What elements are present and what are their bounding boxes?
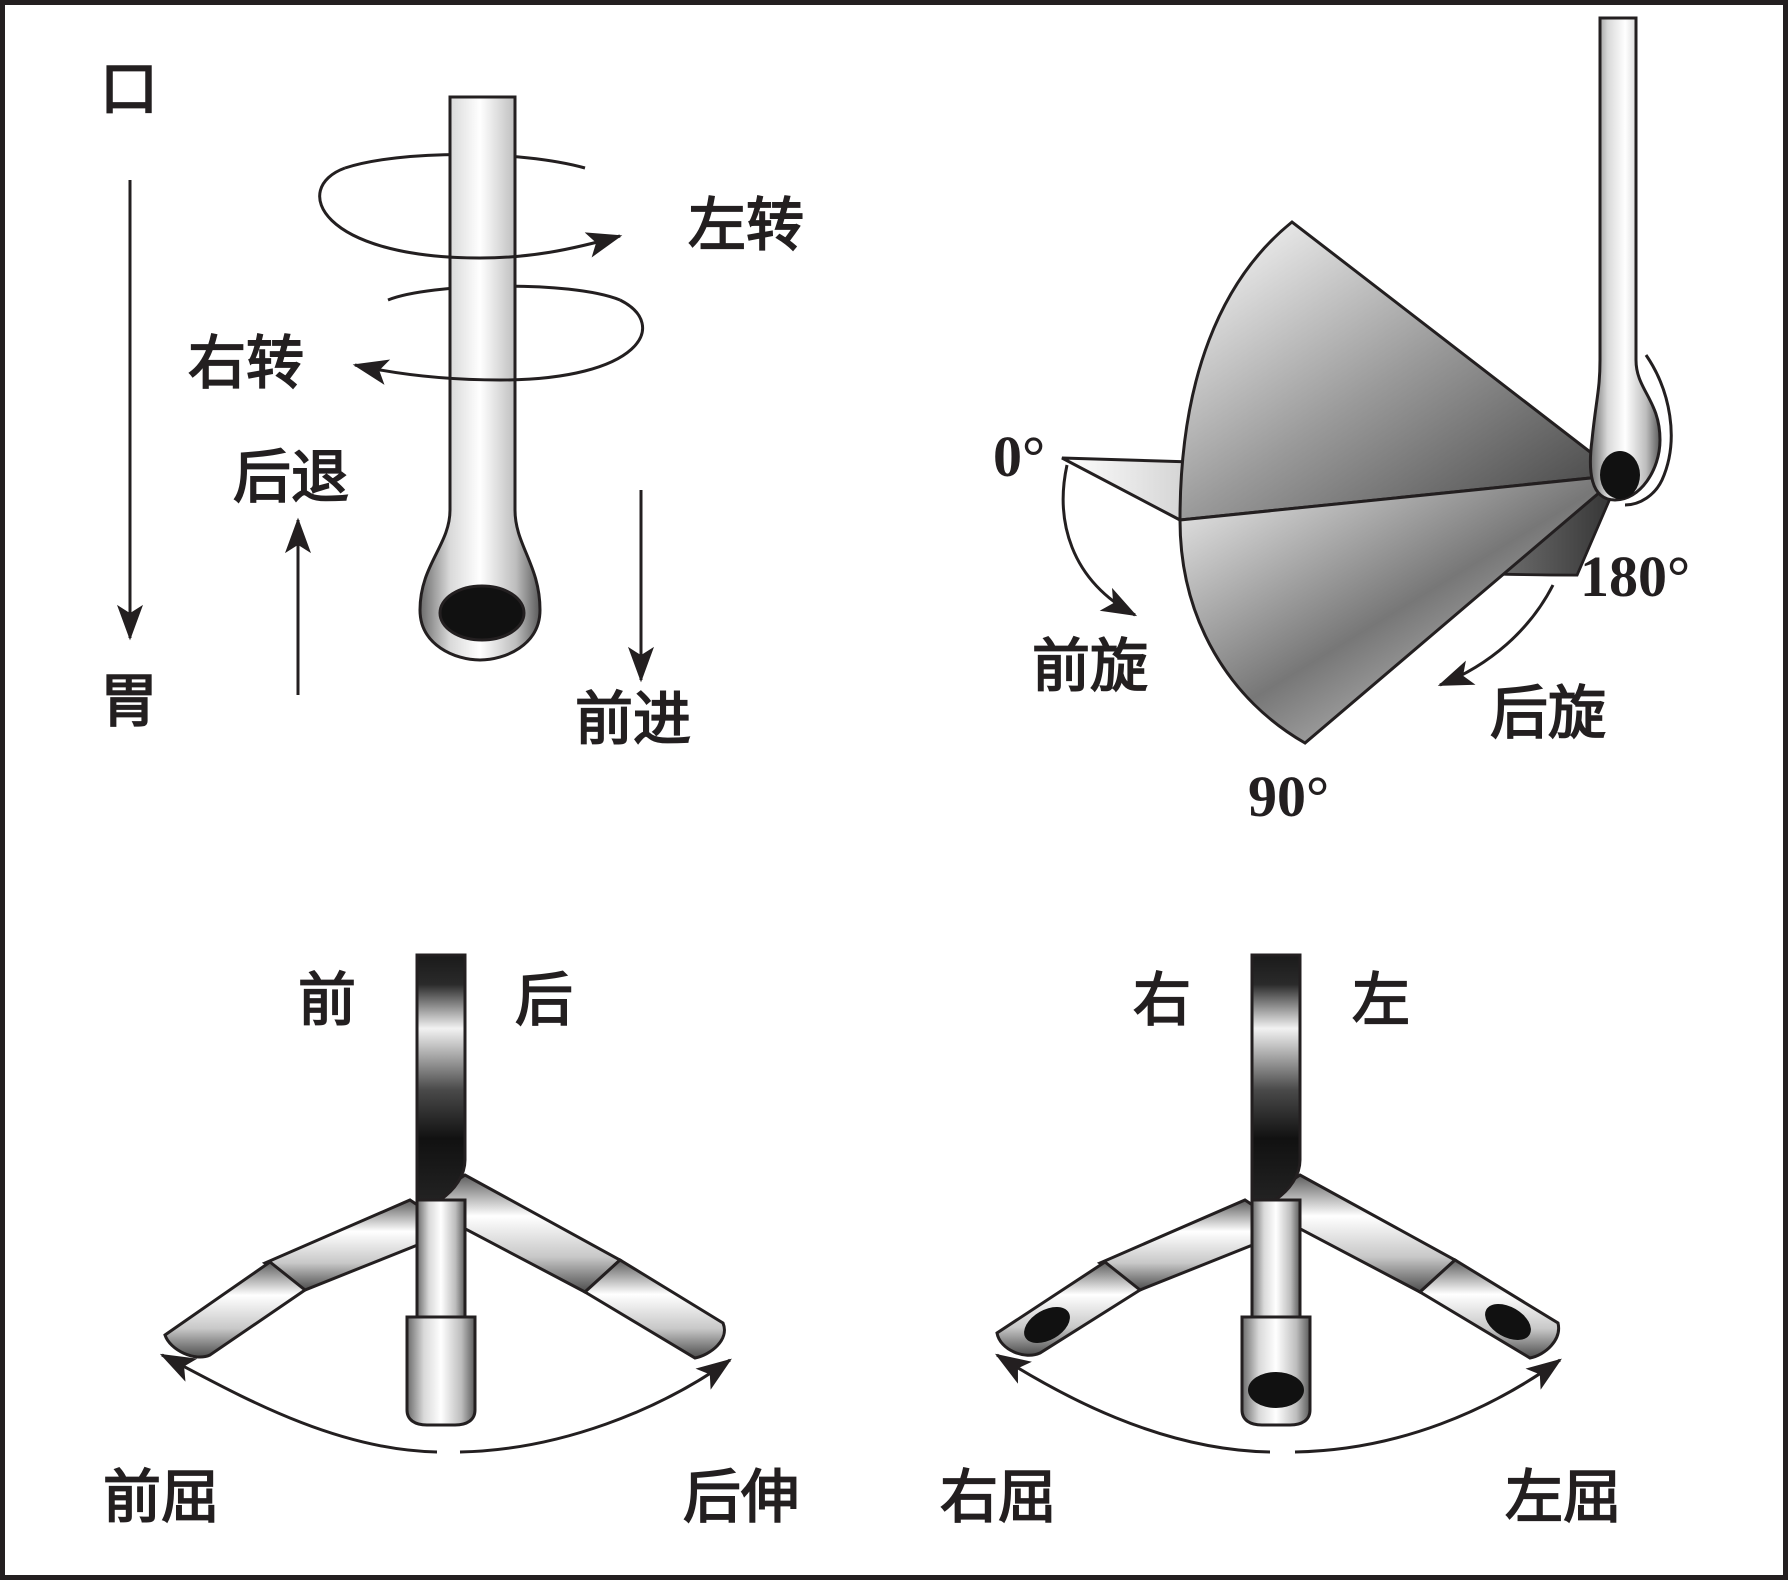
back-label: 后: [515, 966, 574, 1034]
rotating-handle: [1588, 16, 1673, 507]
lr-shaft: [1250, 953, 1302, 1202]
pronation-label: 前旋: [1032, 632, 1149, 700]
turn-left-label: 左转: [688, 191, 805, 259]
handle-pivot: [1600, 451, 1640, 499]
front-label: 前: [298, 966, 357, 1034]
front-flex-label: 前屈: [103, 1463, 220, 1531]
left-turn-loop: [318, 166, 623, 260]
supination-arrow: [1437, 584, 1555, 687]
pronation-arrow: [1061, 464, 1138, 617]
turn-right-label: 右转: [188, 329, 305, 397]
right-flex-label: 右屈: [940, 1463, 1057, 1531]
back-extend-label: 后伸: [683, 1463, 800, 1531]
flexion-ap-panel: [159, 953, 732, 1454]
scope-tip-opening: [438, 584, 526, 642]
lr-arm-right: [995, 1198, 1294, 1357]
retreat-label: 后退: [233, 443, 350, 511]
insertion-panel: [117, 95, 654, 695]
advance-label: 前进: [575, 685, 692, 753]
ap-shaft: [415, 953, 467, 1202]
flexion-lr-panel: [995, 953, 1562, 1454]
lr-arm-straight: [1240, 1198, 1312, 1427]
degree-0-label: 0°: [993, 424, 1046, 489]
stomach-label: 胃: [100, 667, 159, 735]
ap-extension-arc: [459, 1358, 732, 1454]
left-label: 左: [1352, 966, 1411, 1034]
lr-tip-left-opening: [1485, 1303, 1531, 1341]
mouth-label: 口: [100, 55, 159, 123]
supination-label: 后旋: [1490, 679, 1607, 747]
ap-flexion-arc: [159, 1353, 438, 1454]
ap-arm-straight: [405, 1198, 477, 1427]
rotation-panel: [1061, 16, 1673, 745]
right-label: 右: [1133, 966, 1192, 1034]
right-turn-loop: [352, 298, 645, 385]
lr-right-flexion-arc: [995, 1353, 1271, 1454]
degree-90-label: 90°: [1248, 764, 1330, 829]
left-flex-label: 左屈: [1505, 1463, 1622, 1531]
lr-tip-right-opening: [1024, 1306, 1070, 1344]
degree-180-label: 180°: [1580, 544, 1691, 609]
rotation-fan: [1061, 220, 1625, 745]
lr-left-flexion-arc: [1294, 1358, 1562, 1454]
lr-tip-straight-opening: [1248, 1372, 1304, 1408]
